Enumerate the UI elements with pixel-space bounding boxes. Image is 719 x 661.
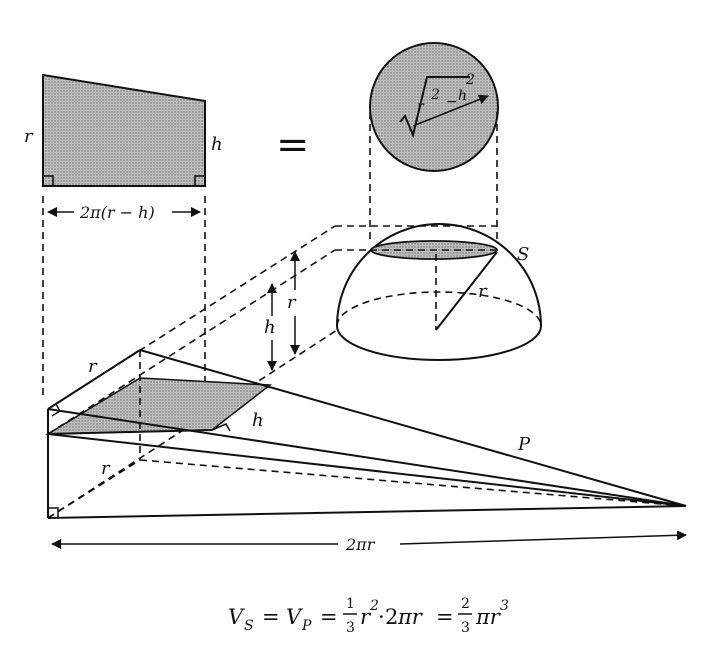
formula-frac2-den: 3 bbox=[461, 620, 470, 636]
cross-section-trapezoid bbox=[42, 73, 206, 187]
formula-v-s: V bbox=[228, 605, 245, 629]
hemisphere bbox=[336, 223, 542, 361]
volume-formula: V S = V P = 1 3 r 2 · 2 πr = 2 3 πr 3 bbox=[228, 596, 509, 636]
circle-radius-h: h bbox=[458, 88, 467, 104]
formula-eq3: = bbox=[436, 605, 454, 629]
formula-v-p: V bbox=[286, 605, 303, 629]
dimension-label-r: r bbox=[287, 292, 297, 313]
pyramid-p bbox=[45, 349, 687, 519]
hemisphere-label-s: S bbox=[517, 244, 529, 265]
base-length-label: 2πr bbox=[345, 535, 376, 554]
cross-section-circle bbox=[369, 42, 499, 172]
formula-dot: · bbox=[378, 605, 385, 629]
formula-frac1-den: 3 bbox=[346, 620, 355, 636]
circle-radius-minus: − bbox=[446, 94, 458, 110]
pyramid-shaded-h-label: h bbox=[252, 410, 264, 431]
pyramid-top-edge-label: r bbox=[88, 356, 98, 377]
formula-r: r bbox=[360, 605, 372, 629]
pyramid-lower-r-label: r bbox=[101, 458, 111, 479]
trapezoid-label-h: h bbox=[211, 134, 223, 155]
hemisphere-radius-label: r bbox=[478, 281, 488, 302]
formula-pi-r: πr bbox=[397, 605, 424, 629]
trapezoid-width-label: 2π(r − h) bbox=[79, 203, 155, 222]
formula-frac1-num: 1 bbox=[346, 596, 355, 612]
formula-r3-exp: 3 bbox=[500, 598, 509, 614]
equals-sign: = bbox=[276, 122, 310, 168]
formula-two: 2 bbox=[385, 605, 398, 629]
formula-frac2-num: 2 bbox=[461, 596, 470, 612]
formula-sub-p: P bbox=[301, 618, 312, 634]
circle-radius-r: r bbox=[417, 99, 425, 115]
formula-eq1: = bbox=[262, 605, 280, 629]
circle-radius-h-exp: 2 bbox=[465, 72, 475, 88]
formula-eq2: = bbox=[320, 605, 338, 629]
base-length-arrow bbox=[51, 530, 687, 549]
formula-r-exp: 2 bbox=[369, 598, 379, 614]
connector-mid bbox=[47, 249, 336, 435]
formula-sub-s: S bbox=[244, 618, 254, 634]
formula-pi-r3: πr bbox=[475, 605, 502, 629]
circle-radius-r-exp: 2 bbox=[430, 87, 440, 103]
dimension-label-h: h bbox=[264, 317, 276, 338]
connector-top bbox=[47, 225, 336, 410]
pyramid-label-p: P bbox=[517, 434, 531, 455]
trapezoid-label-r: r bbox=[24, 126, 34, 147]
